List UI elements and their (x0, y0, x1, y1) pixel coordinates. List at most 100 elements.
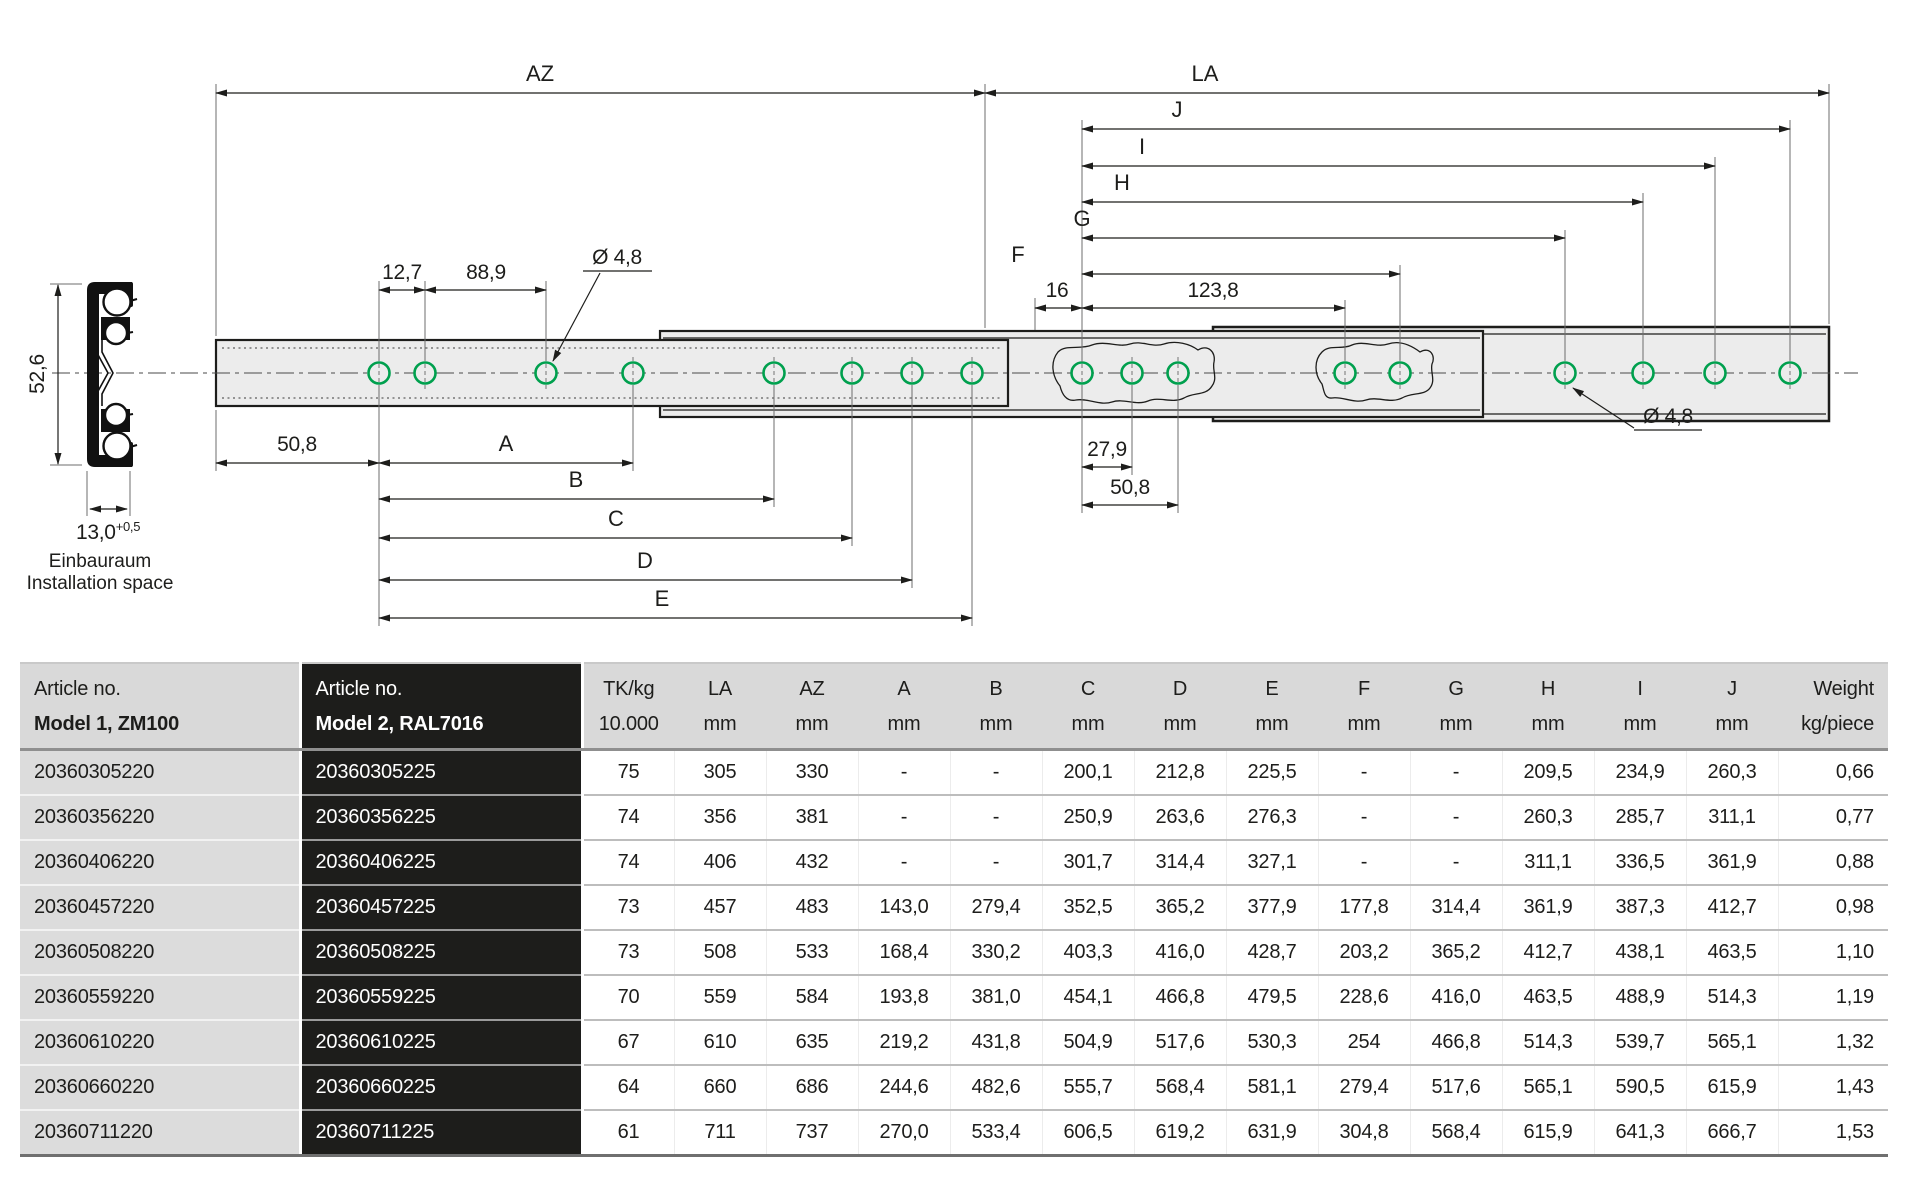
dim-27-9-label: 27,9 (1087, 438, 1127, 461)
col-label: A (897, 678, 911, 700)
article-no-model2-cell: 20360508225 (298, 930, 584, 976)
value-cell: 457 (673, 885, 766, 931)
value-cell: 254 (1317, 1020, 1410, 1066)
value-cell: 412,7 (1685, 885, 1778, 931)
slot-outlines (1052, 341, 1434, 404)
value-cell: 285,7 (1593, 795, 1686, 841)
value-cell: 711 (673, 1110, 766, 1157)
dim-50-8-left-label: 50,8 (277, 433, 317, 456)
value-cell: 565,1 (1501, 1065, 1594, 1111)
value-cell: 75 (581, 749, 674, 796)
article-no-model2-cell: 20360660225 (298, 1065, 584, 1111)
value-cell: 533,4 (949, 1110, 1042, 1157)
value-cell: 0,88 (1777, 840, 1888, 886)
value-cell: 168,4 (857, 930, 950, 976)
value-cell: 279,4 (1317, 1065, 1410, 1111)
value-cell: 64 (581, 1065, 674, 1111)
value-cell: 0,77 (1777, 795, 1888, 841)
header-az: AZ mm (766, 663, 858, 751)
value-cell: - (857, 840, 950, 886)
article-no-model1-cell: 20360508220 (20, 930, 300, 976)
col-label: B (989, 678, 1003, 700)
value-cell: 565,1 (1685, 1020, 1778, 1066)
col-unit: mm (703, 713, 737, 735)
value-cell: - (1409, 840, 1502, 886)
value-cell: 737 (765, 1110, 858, 1157)
value-cell: 488,9 (1593, 975, 1686, 1021)
article-no-model1-cell: 20360660220 (20, 1065, 300, 1111)
cross-section-height-label: 52,6 (26, 354, 49, 394)
value-cell: 438,1 (1593, 930, 1686, 976)
value-cell: 466,8 (1409, 1020, 1502, 1066)
value-cell: 73 (581, 930, 674, 976)
col-label: C (1080, 678, 1096, 700)
value-cell: 641,3 (1593, 1110, 1686, 1157)
value-cell: - (1317, 749, 1410, 796)
value-cell: 381,0 (949, 975, 1042, 1021)
value-cell: 387,3 (1593, 885, 1686, 931)
value-cell: 479,5 (1225, 975, 1318, 1021)
cross-section-width-label: 13,0+0,5 (76, 519, 140, 544)
value-cell: 311,1 (1685, 795, 1778, 841)
col-unit: mm (795, 713, 829, 735)
value-cell: 67 (581, 1020, 674, 1066)
value-cell: 61 (581, 1110, 674, 1157)
article-no-model1-cell: 20360610220 (20, 1020, 300, 1066)
value-cell: 336,5 (1593, 840, 1686, 886)
value-cell: 590,5 (1593, 1065, 1686, 1111)
model1-label: Model 1, ZM100 (34, 713, 180, 735)
dim-hole-dia-left-label: Ø 4,8 (592, 246, 642, 269)
value-cell: 73 (581, 885, 674, 931)
value-cell: 361,9 (1685, 840, 1778, 886)
value-cell: 260,3 (1685, 749, 1778, 796)
col-unit: mm (1255, 713, 1289, 735)
col-label: F (1357, 678, 1371, 700)
value-cell: 416,0 (1409, 975, 1502, 1021)
value-cell: 361,9 (1501, 885, 1594, 931)
value-cell: 615,9 (1685, 1065, 1778, 1111)
table-header: Article no. Model 1, ZM100 Article no. M… (20, 663, 1888, 751)
dim-123-8-label: 123,8 (1187, 279, 1238, 302)
col-label: I (1637, 678, 1643, 700)
value-cell: 209,5 (1501, 749, 1594, 796)
value-cell: 0,98 (1777, 885, 1888, 931)
width-value: 13,0 (76, 521, 116, 544)
value-cell: 74 (581, 840, 674, 886)
col-label: Weight (1813, 678, 1874, 700)
value-cell: 225,5 (1225, 749, 1318, 796)
spec-table-wrapper: Article no. Model 1, ZM100 Article no. M… (20, 662, 1904, 1157)
value-cell: 403,3 (1041, 930, 1134, 976)
dim-f-label: F (1011, 242, 1024, 267)
col-label: TK/kg (603, 678, 655, 700)
value-cell: 412,7 (1501, 930, 1594, 976)
dimension-lines (215, 89, 1830, 622)
hole-center-ticks (378, 357, 1791, 389)
value-cell: 533 (765, 930, 858, 976)
value-cell: 219,2 (857, 1020, 950, 1066)
col-unit: mm (887, 713, 921, 735)
col-label: AZ (799, 678, 825, 700)
dim-b-label: B (569, 467, 584, 492)
col-label: H (1540, 678, 1556, 700)
article-no-model1-cell: 20360406220 (20, 840, 300, 886)
value-cell: 1,32 (1777, 1020, 1888, 1066)
value-cell: 304,8 (1317, 1110, 1410, 1157)
col-unit: mm (1715, 713, 1749, 735)
value-cell: 143,0 (857, 885, 950, 931)
value-cell: 666,7 (1685, 1110, 1778, 1157)
value-cell: 1,19 (1777, 975, 1888, 1021)
value-cell: 606,5 (1041, 1110, 1134, 1157)
dim-g-label: G (1073, 206, 1090, 231)
